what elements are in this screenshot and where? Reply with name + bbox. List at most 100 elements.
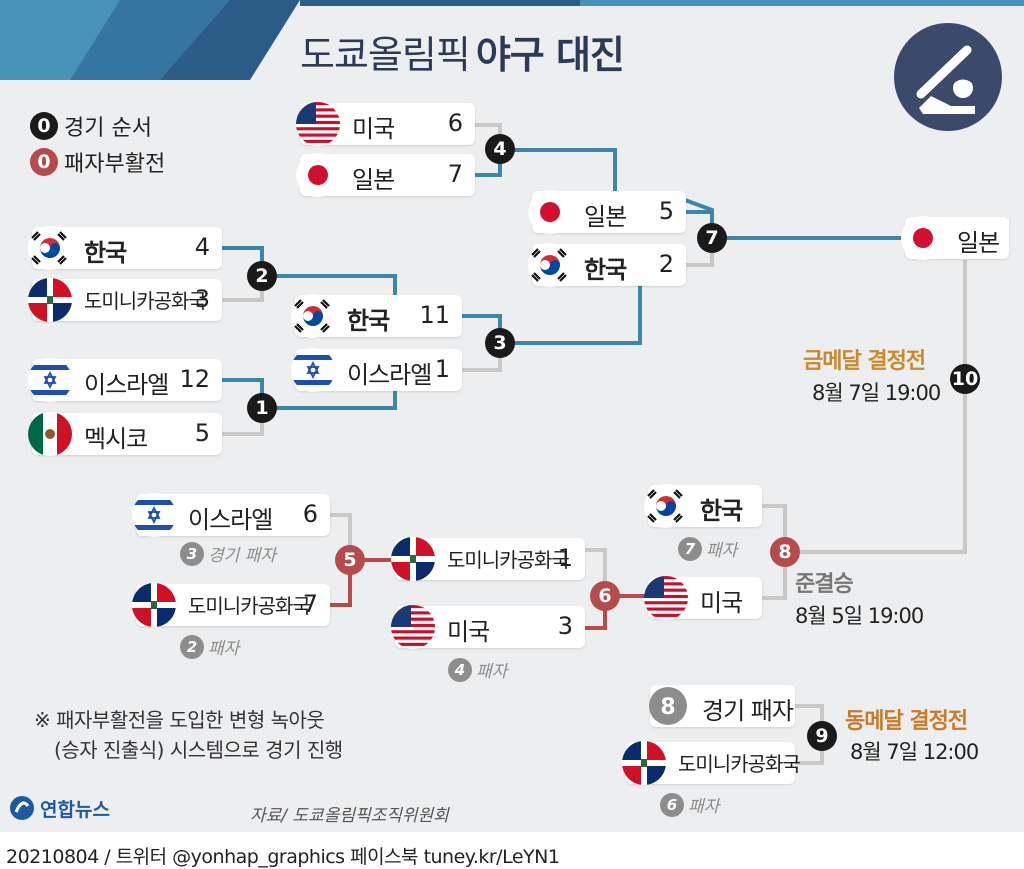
usa-flag-icon [391, 605, 435, 649]
team-score: 3 [557, 612, 573, 640]
team-name: 한국 [347, 307, 390, 335]
header-decoration [0, 0, 1024, 80]
mexico-flag-icon [28, 412, 72, 456]
yonhap-logo-icon [10, 796, 34, 820]
footer-credit: 20210804 / 트위터 @yonhap_graphics 페이스북 tun… [6, 846, 560, 868]
brand-name: 연합뉴스 [40, 798, 110, 821]
team-box-kor1: 한국 4 [28, 226, 222, 270]
game-marker-10: 10 [950, 364, 980, 394]
team-box-jpn1: 일본 7 [296, 153, 475, 197]
usa-flag-icon [296, 102, 340, 146]
note-text: 패자 [476, 662, 508, 682]
footnote-line2: (승자 진출식) 시스템으로 경기 진행 [54, 738, 343, 762]
source-credit: 자료/ 도쿄올림픽조직위원회 [250, 806, 449, 826]
game-marker-6: 6 [590, 581, 620, 611]
team-score: 1 [557, 544, 573, 572]
team-score: 7 [302, 590, 318, 618]
japan-flag-icon [296, 153, 340, 197]
korea-flag-icon [291, 294, 335, 338]
team-score: 6 [302, 500, 318, 528]
game-number-icon: 8 [646, 684, 690, 728]
legend-repechage: 0 패자부활전 [30, 146, 165, 178]
team-box-usa2: 미국 3 [391, 605, 585, 649]
team-name: 도미니카공화국 [678, 752, 801, 776]
team-box-loser8: 8 경기 패자 [649, 685, 795, 727]
team-box-dom4: 도미니카공화국 [622, 741, 801, 785]
game-marker-8: 8 [770, 537, 800, 567]
team-box-kor4: 한국 [644, 484, 762, 528]
team-name: 미국 [700, 589, 743, 617]
dominican-flag-icon [391, 537, 435, 581]
svg-text:8: 8 [660, 695, 675, 720]
team-score: 3 [194, 285, 210, 313]
note-text: 패자 [688, 797, 720, 817]
game-marker-3: 3 [485, 328, 515, 358]
dominican-flag-icon [622, 741, 666, 785]
team-name: 한국 [84, 239, 127, 267]
team-name: 멕시코 [84, 425, 148, 453]
dominican-flag-icon [28, 278, 72, 322]
team-name: 도미니카공화국 [188, 594, 311, 618]
baseball-batter-icon [894, 23, 1002, 131]
team-score: 5 [194, 419, 210, 447]
game-marker-5: 5 [335, 545, 365, 575]
team-name: 경기 패자 [702, 697, 794, 725]
japan-flag-icon [901, 216, 945, 260]
semifinal-title: 준결승 [795, 572, 854, 597]
israel-flag-icon [291, 348, 335, 392]
team-score: 7 [447, 160, 463, 188]
semifinal-date: 8월 5일 19:00 [795, 604, 924, 628]
note-number: 2 [180, 634, 204, 659]
team-box-isr1: 이스라엘 12 [28, 358, 222, 402]
team-name: 한국 [584, 256, 627, 284]
brand-logo: 연합뉴스 [8, 794, 110, 822]
team-score: 4 [194, 233, 210, 261]
team-box-usa1: 미국 6 [296, 102, 475, 146]
team-name: 미국 [447, 618, 490, 646]
team-name: 일본 [584, 203, 627, 231]
note-number: 4 [448, 657, 472, 682]
game-marker-7: 7 [697, 223, 727, 253]
footer-bar [0, 832, 1024, 869]
legend-label: 경기 순서 [64, 116, 152, 141]
footnote-line1: ※ 패자부활전을 도입한 변형 녹아웃 [34, 708, 325, 732]
gold-medal-title: 금메달 결정전 [803, 349, 926, 374]
team-box-jpn2: 일본 5 [528, 190, 686, 234]
legend-marker-black: 0 [30, 112, 58, 140]
team-name: 일본 [957, 229, 1000, 257]
note-number: 7 [678, 536, 702, 561]
game-marker-2: 2 [247, 261, 277, 291]
note-text: 패자 [208, 639, 240, 659]
title-bold: 야구 대진 [475, 33, 625, 77]
team-name: 도미니카공화국 [447, 548, 570, 572]
team-score: 6 [447, 109, 463, 137]
team-box-usa3: 미국 [644, 576, 762, 620]
israel-flag-icon [132, 493, 176, 537]
team-score: 5 [658, 197, 674, 225]
title-light: 도쿄올림픽 [300, 33, 471, 77]
team-box-mex1: 멕시코 5 [28, 412, 222, 456]
dominican-flag-icon [132, 583, 176, 627]
gold-medal-date: 8월 7일 19:00 [812, 381, 941, 405]
usa-flag-icon [644, 576, 688, 620]
team-score: 12 [179, 365, 210, 393]
japan-flag-icon [528, 190, 572, 234]
team-name: 이스라엘 [84, 371, 169, 399]
korea-flag-icon [644, 484, 688, 528]
note-number: 6 [660, 792, 684, 817]
team-name: 일본 [352, 166, 395, 194]
note-text: 경기 패자 [208, 546, 276, 566]
note-text: 패자 [706, 541, 738, 561]
team-name: 미국 [352, 115, 395, 143]
